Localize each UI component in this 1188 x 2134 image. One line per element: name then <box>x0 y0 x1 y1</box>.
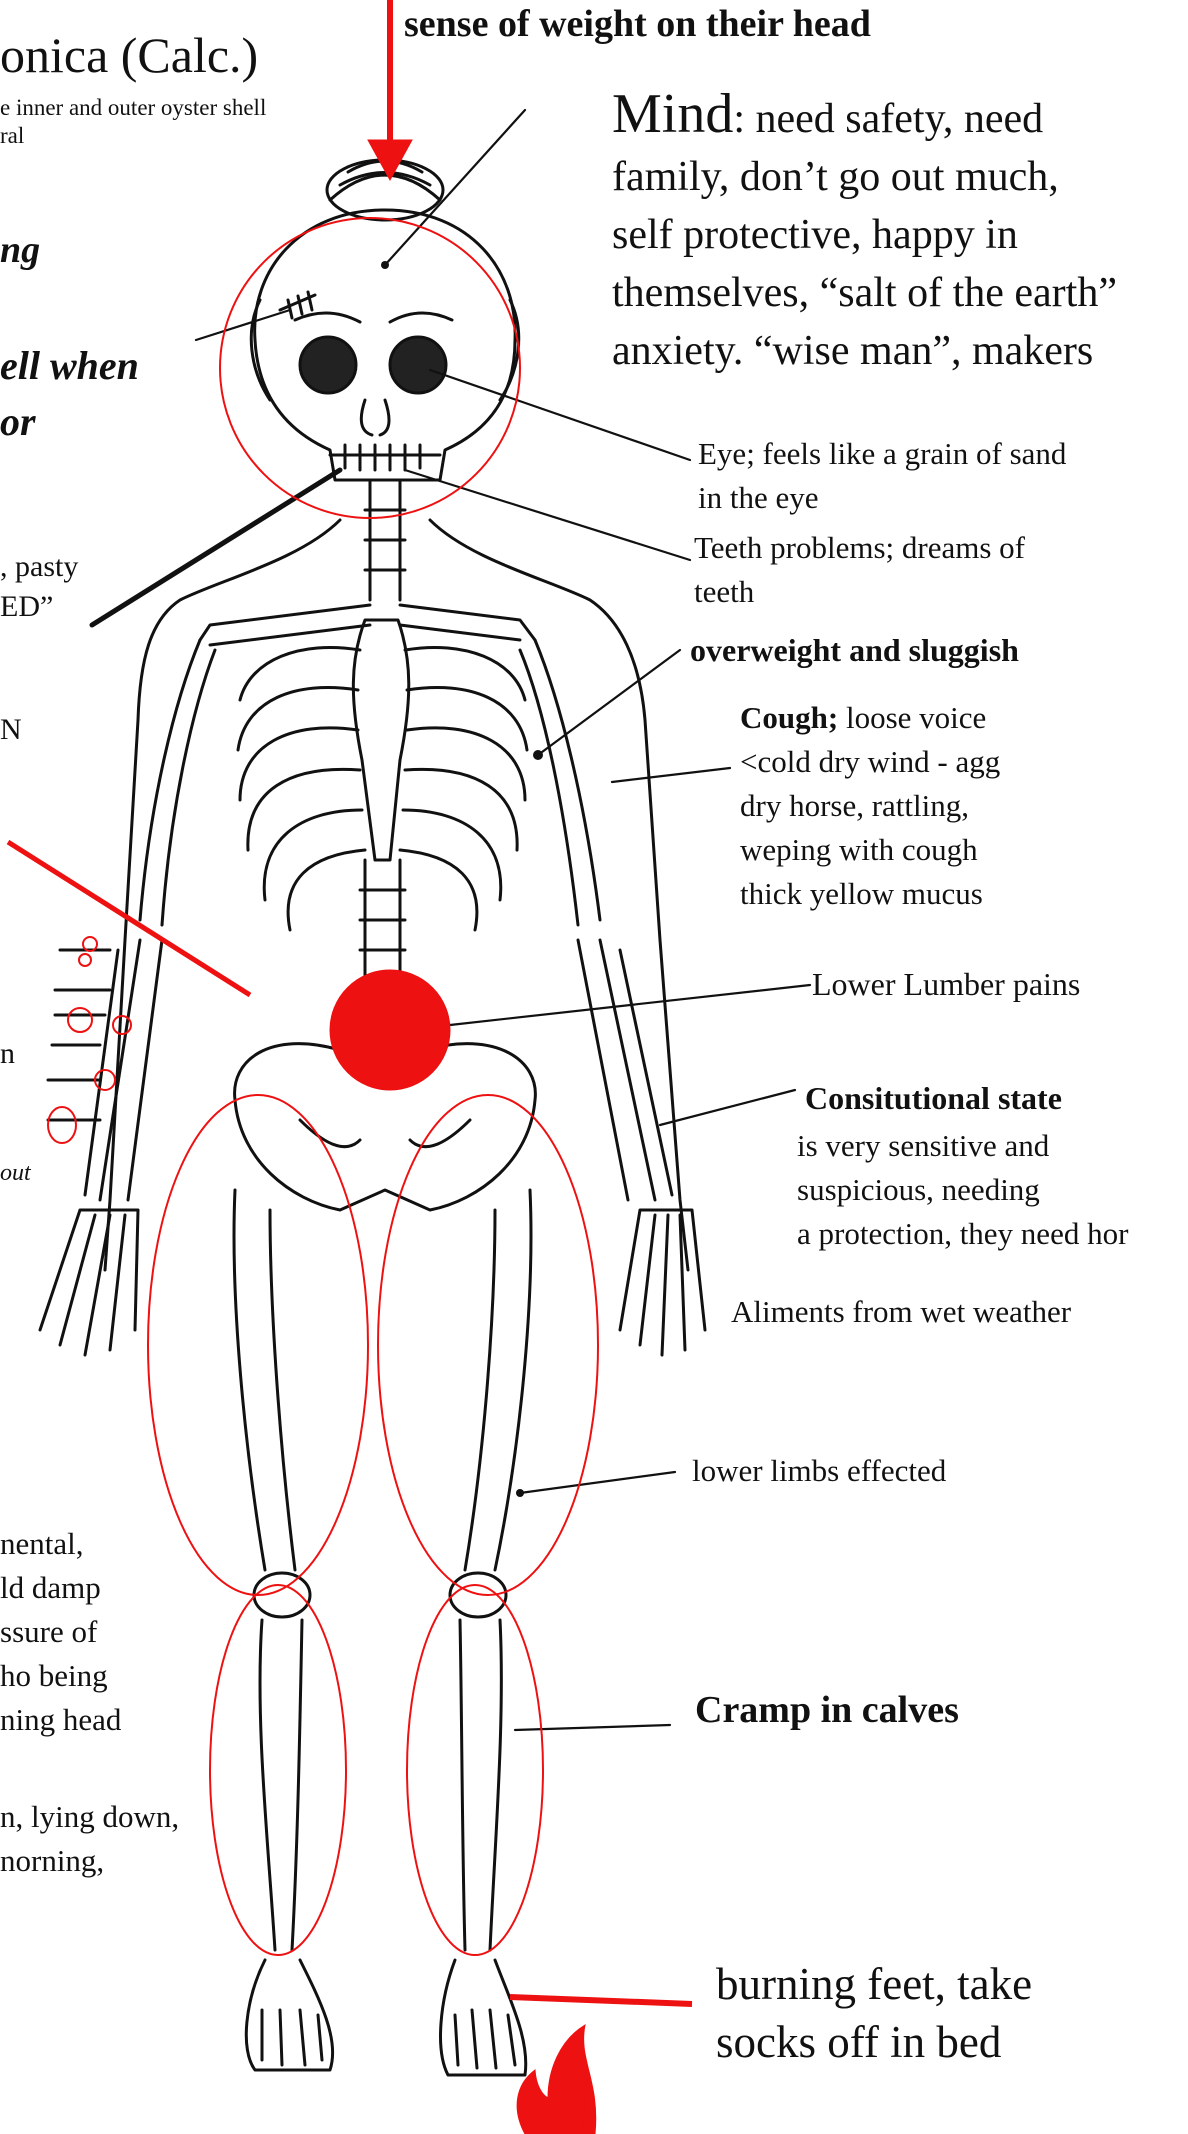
left-lower-line: ning head <box>0 1698 121 1742</box>
pointer-limbs <box>520 1472 675 1493</box>
tibia-left <box>260 1620 302 1950</box>
remedy-title: onica (Calc.) <box>0 26 258 84</box>
body-outline <box>105 520 688 1270</box>
mind-line: themselves, “salt of the earth” <box>612 270 1117 316</box>
thigh-right-highlight <box>378 1095 598 1595</box>
eye-label: Eye; feels like a grain of sand in the e… <box>698 432 1066 520</box>
flame-icon <box>517 2025 596 2134</box>
left-lower-block: nental, ld damp ssure of ho being ning h… <box>0 1522 121 1742</box>
pointer-mind <box>385 110 525 265</box>
subtitle-line: ral <box>0 122 266 150</box>
lumber-label: Lower Lumber pains <box>812 966 1080 1003</box>
teeth-label: Teeth problems; dreams of teeth <box>694 526 1025 614</box>
feet-line: burning feet, take <box>716 1955 1032 2013</box>
left-lower-line: ld damp <box>0 1566 121 1610</box>
tibia-right <box>460 1620 501 1950</box>
foot-right <box>441 1960 526 2075</box>
left-lower-line: ssure of <box>0 1610 121 1654</box>
cough-line: weping with cough <box>740 832 978 867</box>
nasal-cavity <box>361 400 389 435</box>
eye-line: Eye; feels like a grain of sand <box>698 432 1066 476</box>
feet-red-pointer <box>510 1997 692 2004</box>
constitutional-heading: Consitutional state <box>805 1080 1062 1117</box>
cough-line: thick yellow mucus <box>740 876 983 911</box>
lumbar-pain-dot <box>330 970 450 1090</box>
left-pasty: , pasty <box>0 550 78 584</box>
femur-right <box>465 1190 531 1570</box>
pointer-cough <box>612 768 730 782</box>
mind-line: self protective, happy in <box>612 212 1018 258</box>
calf-left-highlight <box>210 1585 346 1955</box>
left-or: or <box>0 398 36 445</box>
cramp-label: Cramp in calves <box>695 1688 959 1732</box>
pointer-teeth <box>405 470 690 560</box>
left-n: N <box>0 713 22 747</box>
left-lower-line: nental, <box>0 1522 121 1566</box>
eye-socket-right <box>390 337 446 393</box>
overweight-label: overweight and sluggish <box>690 632 1019 669</box>
left-n2: n <box>0 1037 15 1071</box>
left-bottom-line: norning, <box>0 1839 179 1883</box>
humerus-left <box>140 640 215 925</box>
left-bottom-line: n, lying down, <box>0 1795 179 1839</box>
teeth-line: teeth <box>694 570 1025 614</box>
subtitle-line: e inner and outer oyster shell <box>0 94 266 122</box>
eye-line: in the eye <box>698 476 1066 520</box>
mind-line: family, don’t go out much, <box>612 154 1059 200</box>
pointer-overweight <box>538 650 680 755</box>
teeth <box>330 445 440 470</box>
mind-heading: Mind <box>612 83 733 145</box>
hand-right <box>620 1210 705 1355</box>
left-ell-when: ell when <box>0 342 139 389</box>
calf-right-highlight <box>407 1585 543 1955</box>
cough-line: <cold dry wind - agg <box>740 744 1000 779</box>
left-ed: ED” <box>0 590 53 624</box>
left-out: out <box>0 1160 31 1187</box>
head-weight-label: sense of weight on their head <box>404 2 871 46</box>
pointer-cramp <box>515 1725 670 1730</box>
skull-outline <box>255 210 515 480</box>
remedy-subtitle: e inner and outer oyster shell ral <box>0 94 266 150</box>
sternum <box>353 620 408 860</box>
mind-line: : need safety, need <box>733 96 1043 142</box>
foot-left <box>246 1960 332 2070</box>
left-bottom-block: n, lying down, norning, <box>0 1795 179 1883</box>
ribs-right <box>400 647 527 930</box>
pointer-constitutional <box>660 1090 795 1125</box>
left-lower-line: ho being <box>0 1654 121 1698</box>
cough-heading: Cough; <box>740 700 838 735</box>
aliments-label: Aliments from wet weather <box>731 1294 1071 1330</box>
cough-line: dry horse, rattling, <box>740 788 969 823</box>
left-ng: ng <box>0 228 40 272</box>
pointer-eye <box>430 370 690 460</box>
clavicles <box>200 605 535 645</box>
pointer-left-head <box>196 310 290 340</box>
cough-block: Cough; loose voice <cold dry wind - agg … <box>740 696 1000 916</box>
mind-line: anxiety. “wise man”, makers <box>612 328 1093 374</box>
head-highlight-circle <box>220 218 520 518</box>
feet-line: socks off in bed <box>716 2013 1032 2071</box>
cough-line: loose voice <box>838 700 986 735</box>
hand-left <box>40 1210 138 1355</box>
constitutional-line: suspicious, needing <box>797 1168 1128 1212</box>
femur-left <box>234 1190 295 1570</box>
constitutional-line: a protection, they need hor <box>797 1212 1128 1256</box>
mind-block: Mind: need safety, need family, don’t go… <box>612 85 1188 380</box>
lower-limbs-label: lower limbs effected <box>692 1453 946 1489</box>
constitutional-line: is very sensitive and <box>797 1124 1128 1168</box>
constitutional-block: is very sensitive and suspicious, needin… <box>797 1124 1128 1256</box>
forearm-right <box>578 940 672 1200</box>
feet-label: burning feet, take socks off in bed <box>716 1955 1032 2071</box>
cervical-spine <box>365 480 405 600</box>
teeth-line: Teeth problems; dreams of <box>694 526 1025 570</box>
humerus-right <box>520 640 600 925</box>
eye-socket-left <box>300 337 356 393</box>
ribs-left <box>238 647 365 930</box>
